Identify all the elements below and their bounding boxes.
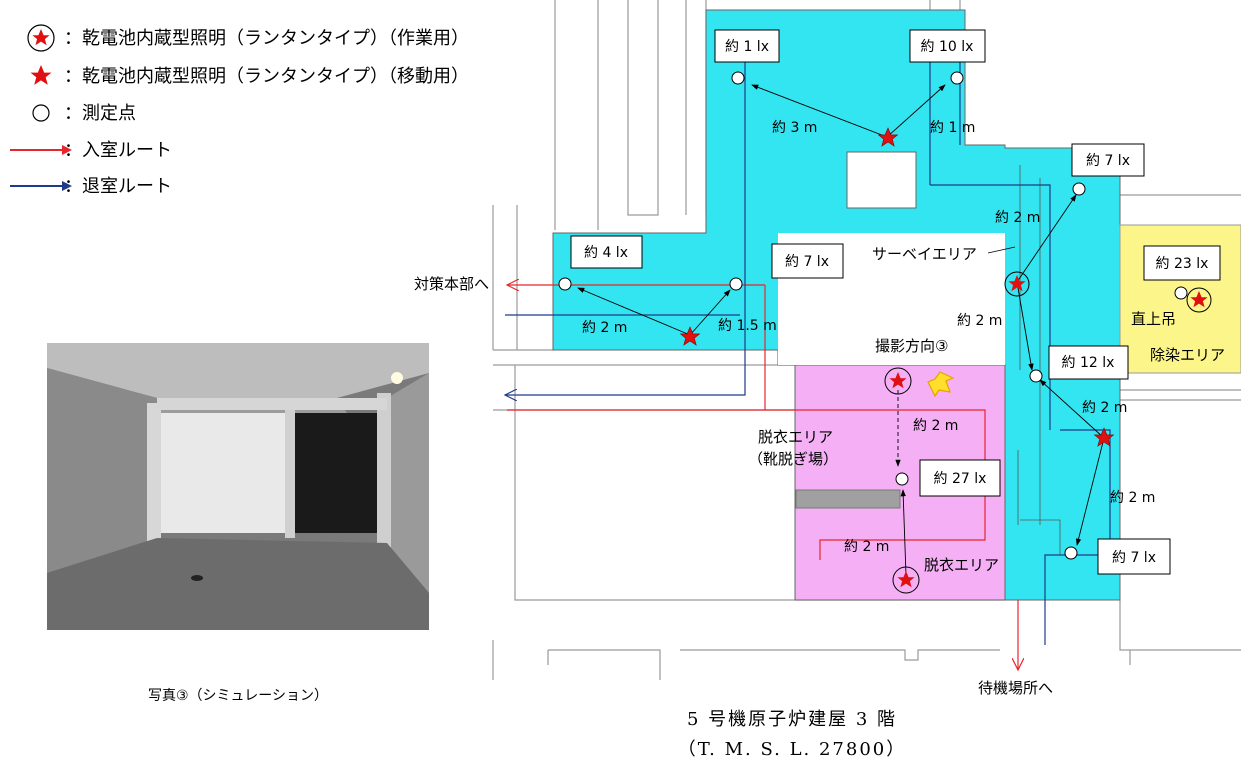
measure-point	[1029, 369, 1043, 383]
legend-circled-star-icon	[27, 24, 55, 52]
lux-box	[919, 459, 1001, 497]
lux-label-boxes	[570, 29, 1221, 575]
measure-point	[950, 71, 964, 85]
lamp-move	[1093, 427, 1115, 447]
lux-box	[1097, 538, 1171, 575]
survey-area-label: サーベイエリア	[872, 245, 977, 263]
photo-caption: 写真③（シミュレーション）	[148, 688, 328, 704]
lux-box	[570, 235, 643, 269]
lux-label: 約 7 lx	[1112, 550, 1156, 566]
measure-point	[1174, 286, 1188, 300]
distance-label: 約 3 m	[772, 120, 817, 136]
lux-label: 約 27 lx	[934, 471, 987, 487]
lamps	[679, 127, 1212, 594]
lamp-work	[892, 566, 920, 594]
measurement-points	[558, 71, 1188, 560]
floor-caption-line1: 5 号機原子炉建屋 3 階	[687, 709, 897, 730]
lux-label: 約 1 lx	[725, 39, 769, 55]
lux-label: 約 7 lx	[785, 254, 829, 270]
undress-area-label-2: 脱衣エリア	[924, 556, 999, 574]
undress-area-sublabel: （靴脱ぎ場）	[748, 450, 838, 468]
standby-destination-label: 待機場所へ	[978, 679, 1053, 697]
lux-label: 約 12 lx	[1062, 355, 1115, 371]
distance-label: 約 1 m	[930, 120, 975, 136]
lux-box	[714, 29, 780, 63]
lamp-work	[1004, 271, 1030, 297]
lux-label: 約 10 lx	[921, 39, 974, 55]
photo-direction-label: 撮影方向③	[875, 337, 948, 355]
inner-partitions	[1017, 165, 1061, 555]
distance-label: 約 2 m	[1082, 400, 1127, 416]
lamp-move	[877, 127, 899, 147]
distance-label: 約 2 m	[913, 418, 958, 434]
lamp-work	[884, 367, 912, 395]
legend-circle-icon	[32, 104, 50, 122]
lux-box	[1071, 143, 1145, 177]
legend-text: ：乾電池内蔵型照明（ランタンタイプ）（移動用）	[64, 66, 469, 87]
distance-label: 約 2 m	[957, 313, 1002, 329]
distance-arrows	[577, 84, 1105, 576]
simulation-photo	[47, 343, 429, 630]
lux-box	[1048, 345, 1129, 380]
measure-point	[895, 472, 909, 486]
floor-caption-line2: （T. M. S. L. 27800）	[678, 739, 906, 760]
lamp-move	[679, 326, 701, 346]
lux-box	[909, 29, 986, 63]
lux-label: 約 7 lx	[1086, 153, 1130, 169]
tent-interior-image	[47, 343, 429, 630]
entry-route	[507, 285, 1018, 670]
undress-area-label: 脱衣エリア	[758, 428, 833, 446]
legend-star-icon	[30, 65, 52, 85]
legend-blue-arrow-icon	[10, 181, 72, 191]
distance-label: 約 1.5 m	[718, 318, 777, 334]
measure-point	[731, 71, 745, 85]
decon-area-label: 除染エリア	[1150, 346, 1225, 364]
legend-text: ：退室ルート	[64, 176, 172, 197]
bench	[795, 489, 901, 509]
legend-text: ：入室ルート	[64, 140, 172, 161]
legend-text: ：測定点	[64, 103, 136, 124]
measure-point	[1064, 546, 1078, 560]
lux-label: 約 4 lx	[584, 245, 628, 261]
hq-destination-label: 対策本部へ	[414, 275, 489, 293]
photo-direction-arrow	[927, 371, 955, 398]
lux-box	[771, 243, 844, 279]
measure-point	[729, 277, 743, 291]
distance-label: 約 2 m	[844, 539, 889, 555]
legend: ：乾電池内蔵型照明（ランタンタイプ）（作業用） ：乾電池内蔵型照明（ランタンタイ…	[10, 24, 469, 197]
lamp-work	[1186, 287, 1212, 313]
legend-red-arrow-icon	[10, 145, 72, 155]
distance-label: 約 2 m	[1110, 490, 1155, 506]
distance-label: 約 2 m	[995, 210, 1040, 226]
measure-point	[558, 277, 572, 291]
lux-box	[1143, 245, 1221, 281]
lux-label: 約 23 lx	[1156, 256, 1209, 272]
ceiling-hung-label: 直上吊	[1131, 310, 1176, 328]
distance-label: 約 2 m	[582, 320, 627, 336]
measure-point	[1072, 182, 1086, 196]
legend-text: ：乾電池内蔵型照明（ランタンタイプ）（作業用）	[64, 28, 469, 49]
